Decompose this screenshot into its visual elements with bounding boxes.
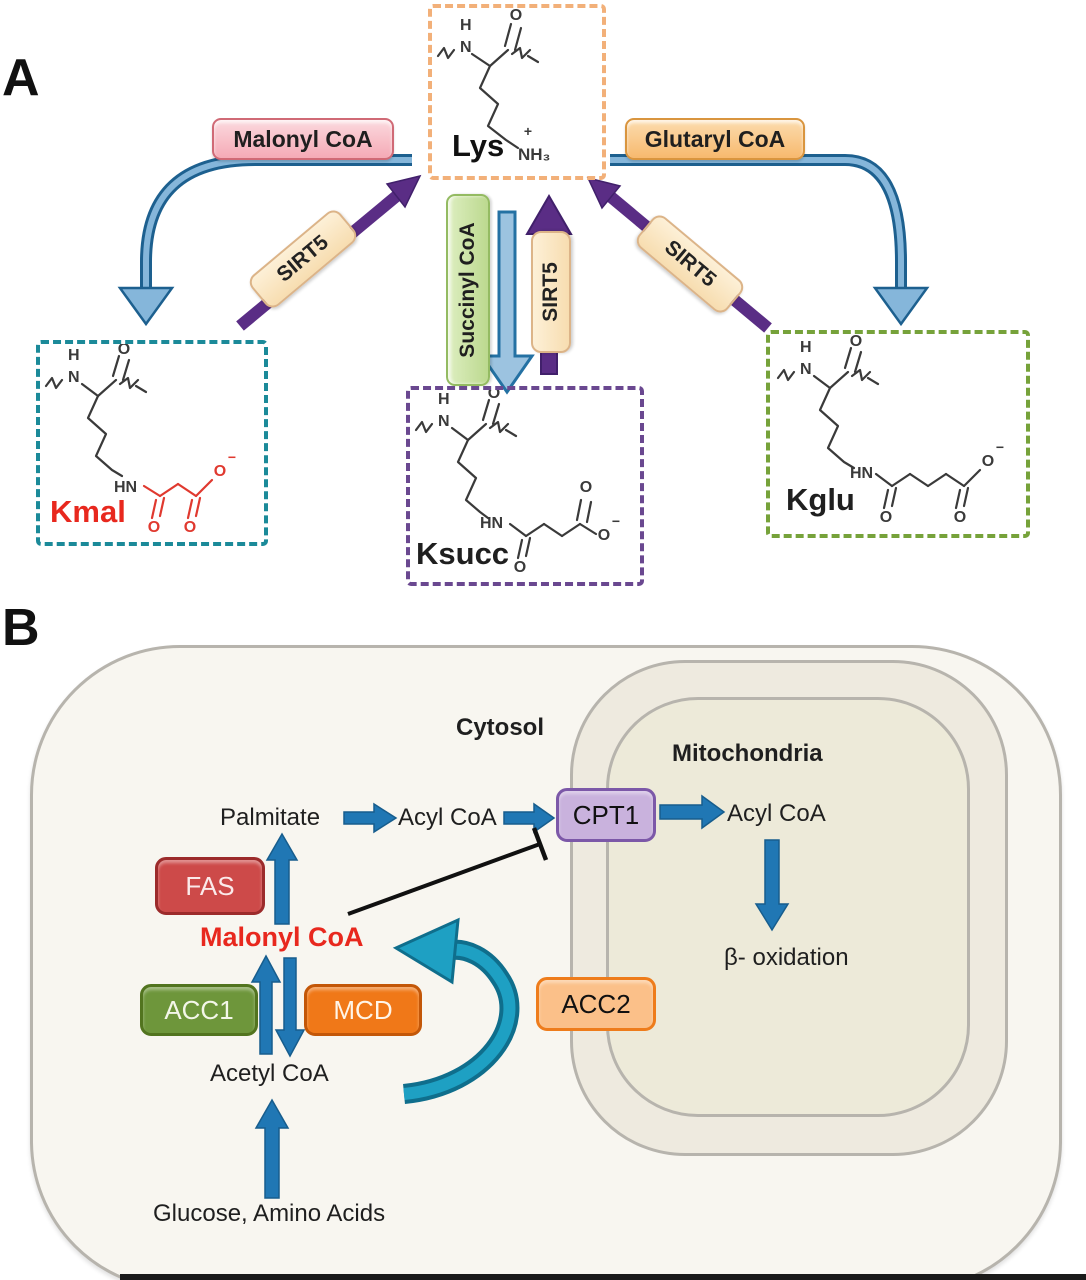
- svg-text:H: H: [800, 339, 812, 356]
- svg-text:−: −: [612, 513, 620, 529]
- svg-text:HN: HN: [480, 515, 503, 532]
- svg-text:H: H: [68, 347, 80, 364]
- kglu-box: H N O HN O O O − Kglu: [766, 330, 1030, 538]
- svg-text:O: O: [880, 509, 892, 526]
- cpt1-box: CPT1: [556, 788, 656, 842]
- svg-text:O: O: [184, 519, 196, 536]
- sirt5-pill-center: SIRT5: [531, 231, 571, 353]
- fas-box: FAS: [155, 857, 265, 915]
- svg-text:−: −: [996, 439, 1004, 455]
- svg-text:O: O: [510, 8, 522, 24]
- svg-text:O: O: [148, 519, 160, 536]
- mcd-box: MCD: [304, 984, 422, 1036]
- beta-oxidation-label: β- oxidation: [724, 944, 849, 971]
- svg-text:+: +: [524, 123, 532, 139]
- lys-box: H N O + NH₃ Lys: [428, 4, 606, 180]
- svg-text:O: O: [118, 344, 130, 358]
- malonyl-coa-pill: Malonyl CoA: [212, 118, 394, 160]
- svg-text:NH₃: NH₃: [518, 145, 550, 164]
- lys-label: Lys: [452, 128, 505, 163]
- svg-text:H: H: [460, 17, 472, 34]
- panel-a-label: A: [2, 49, 40, 107]
- svg-text:O: O: [488, 390, 500, 402]
- kglu-label: Kglu: [786, 482, 855, 517]
- acyl-coa-cytosol-label: Acyl CoA: [398, 804, 497, 831]
- mitochondria-inner-membrane: [606, 697, 970, 1117]
- blue-curve-arrow-left: [117, 154, 412, 327]
- svg-text:HN: HN: [850, 465, 873, 482]
- glucose-amino-acids-label: Glucose, Amino Acids: [153, 1200, 386, 1227]
- svg-text:O: O: [514, 559, 526, 576]
- mitochondria-label: Mitochondria: [672, 740, 823, 767]
- svg-text:N: N: [68, 369, 80, 386]
- cytosol-label: Cytosol: [456, 714, 545, 741]
- bottom-crop-bar: [120, 1274, 1086, 1280]
- svg-text:O: O: [850, 334, 862, 350]
- lysine-structure-drawing: H N O + NH₃: [436, 8, 550, 164]
- svg-text:O: O: [954, 509, 966, 526]
- ksucc-box: H N O HN O O O − Ksucc: [406, 386, 644, 586]
- svg-text:−: −: [228, 449, 236, 465]
- glutaryl-coa-pill: Glutaryl CoA: [625, 118, 805, 160]
- kmal-box: H N O HN O O O − Kmal: [36, 340, 268, 546]
- malonyl-coa-text: Malonyl CoA: [200, 922, 364, 952]
- acc1-box: ACC1: [140, 984, 258, 1036]
- kmal-label: Kmal: [50, 494, 126, 529]
- blue-down-arrow-center: [479, 210, 535, 395]
- acetyl-coa-label: Acetyl CoA: [210, 1060, 329, 1087]
- svg-text:HN: HN: [114, 479, 137, 496]
- kglu-structure-drawing: H N O HN O O O −: [776, 334, 1004, 526]
- succinyl-coa-pill: Succinyl CoA: [446, 194, 490, 386]
- svg-text:O: O: [982, 453, 994, 470]
- palmitate-label: Palmitate: [220, 804, 321, 831]
- svg-text:N: N: [438, 413, 450, 430]
- svg-text:N: N: [800, 361, 812, 378]
- panel-b-label: B: [2, 599, 40, 657]
- svg-text:O: O: [598, 527, 610, 544]
- svg-text:N: N: [460, 39, 472, 56]
- blue-curve-arrow-right: [610, 154, 930, 327]
- acc2-box: ACC2: [536, 977, 656, 1031]
- svg-text:O: O: [580, 479, 592, 496]
- kmal-structure-drawing: H N O HN O O O −: [44, 344, 236, 536]
- ksucc-label: Ksucc: [416, 536, 510, 571]
- svg-text:H: H: [438, 391, 450, 408]
- svg-text:O: O: [214, 463, 226, 480]
- ksucc-structure-drawing: H N O HN O O O −: [414, 390, 620, 576]
- acyl-coa-mito-label: Acyl CoA: [727, 800, 826, 827]
